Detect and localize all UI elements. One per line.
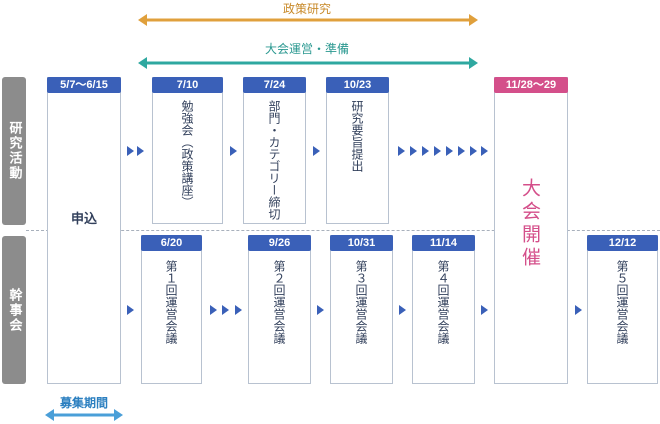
research-box-2	[243, 77, 306, 224]
meeting-label-5: 第５回運営会議	[615, 260, 629, 344]
policy-research-arrow	[138, 14, 478, 26]
flow-arrow-icon	[398, 146, 405, 156]
meeting-box-1	[141, 235, 202, 384]
flow-arrow-icon	[575, 305, 582, 315]
research-label-3: 研究要旨提出	[350, 100, 364, 172]
apply-date: 5/7〜6/15	[47, 77, 121, 93]
row-label-research: 研究活動	[2, 77, 26, 225]
meeting-date-4: 11/14	[412, 235, 475, 251]
meeting-label-3: 第３回運営会議	[354, 260, 368, 344]
flow-arrow-icon	[446, 146, 453, 156]
research-label-2: 部門・カテゴリー締切	[267, 100, 281, 220]
flow-arrow-icon	[230, 146, 237, 156]
research-box-3	[326, 77, 389, 224]
flow-arrow-icon	[470, 146, 477, 156]
flow-arrow-icon	[137, 146, 144, 156]
flow-arrow-icon	[127, 146, 134, 156]
row-label-secretariat: 幹事会	[2, 236, 26, 384]
row-divider	[26, 230, 660, 231]
meeting-date-2: 9/26	[248, 235, 311, 251]
recruit-label: 募集期間	[59, 396, 108, 410]
convention-box	[494, 77, 568, 384]
flow-arrow-icon	[481, 146, 488, 156]
meeting-label-2: 第２回運営会議	[272, 260, 286, 344]
flow-arrow-icon	[317, 305, 324, 315]
recruit-arrow	[45, 409, 123, 421]
apply-box	[47, 77, 121, 384]
flow-arrow-icon	[210, 305, 217, 315]
meeting-label-1: 第１回運営会議	[164, 260, 178, 344]
convention-date: 11/28〜29	[494, 77, 568, 93]
meeting-date-1: 6/20	[141, 235, 202, 251]
flow-arrow-icon	[235, 305, 242, 315]
convention-label: 大会開催	[519, 178, 541, 270]
convention-prep-label: 大会運営・準備	[264, 42, 349, 56]
flow-arrow-icon	[222, 305, 229, 315]
convention-prep-arrow	[138, 57, 478, 69]
flow-arrow-icon	[399, 305, 406, 315]
research-label-1: 勉強会（政策講座）	[180, 100, 194, 208]
research-date-3: 10/23	[326, 77, 389, 93]
meeting-date-5: 12/12	[587, 235, 658, 251]
flow-arrow-icon	[313, 146, 320, 156]
apply-label: 申込	[70, 212, 97, 227]
research-date-1: 7/10	[152, 77, 223, 93]
flow-arrow-icon	[458, 146, 465, 156]
flow-arrow-icon	[481, 305, 488, 315]
meeting-date-3: 10/31	[330, 235, 393, 251]
meeting-box-3	[330, 235, 393, 384]
flow-arrow-icon	[422, 146, 429, 156]
research-date-2: 7/24	[243, 77, 306, 93]
meeting-box-4	[412, 235, 475, 384]
meeting-box-2	[248, 235, 311, 384]
policy-research-label: 政策研究	[282, 2, 331, 16]
flow-arrow-icon	[434, 146, 441, 156]
meeting-label-4: 第４回運営会議	[436, 260, 450, 344]
flow-arrow-icon	[127, 305, 134, 315]
flow-arrow-icon	[410, 146, 417, 156]
